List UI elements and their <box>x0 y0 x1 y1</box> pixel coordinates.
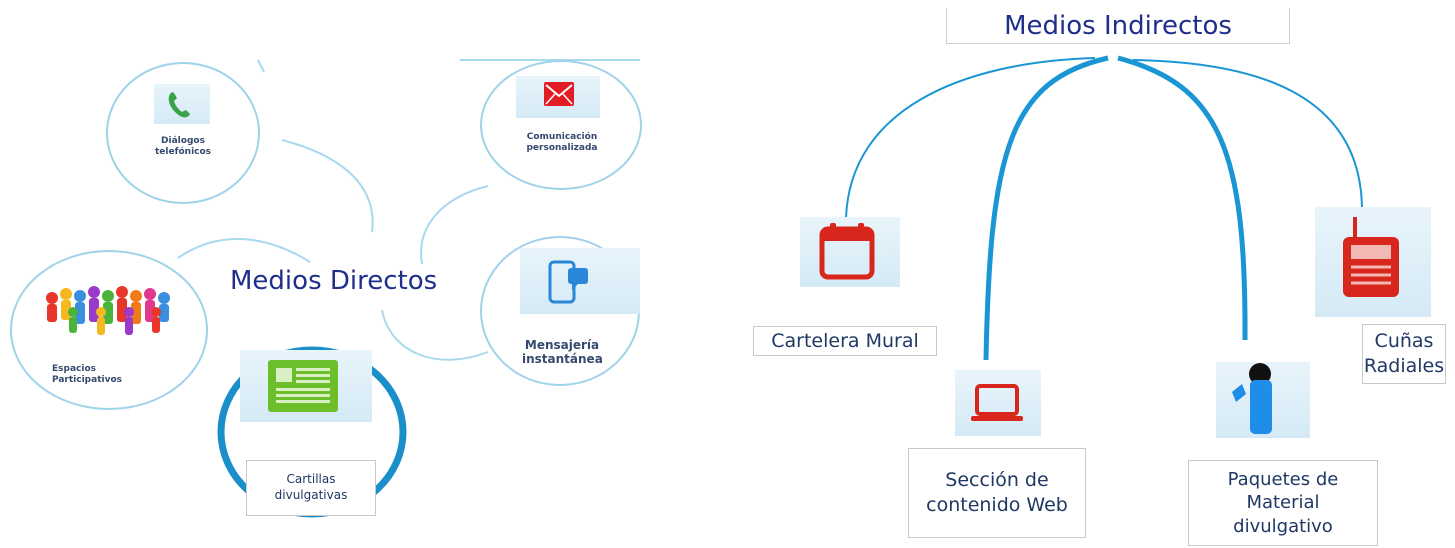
connector-cartelera <box>845 57 1096 219</box>
right-title: Medios Indirectos <box>946 8 1290 44</box>
connector-dialogos <box>281 139 374 233</box>
node-espacios-label: Espacios Participativos <box>52 364 122 385</box>
node-comunicacion-circle: Comunicación personalizada <box>480 60 642 190</box>
node-cunas-label: Cuñas Radiales <box>1362 324 1446 384</box>
node-espacios-circle: Espacios Participativos <box>10 250 208 410</box>
node-comunicacion-label: Comunicación personalizada <box>526 132 598 153</box>
radio-icon <box>1315 207 1431 317</box>
connector-mensajeria <box>381 309 489 361</box>
connector-paquetes <box>1117 55 1248 341</box>
node-dialogos-label: Diálogos telefónicos <box>154 136 212 157</box>
left-title: Medios Directos <box>230 266 438 296</box>
mail-icon <box>516 76 600 118</box>
node-mensajeria-label: Mensajería instantánea <box>522 338 603 367</box>
node-mensajeria-circle: Mensajería instantánea <box>480 236 640 386</box>
connector-seccion <box>983 55 1109 361</box>
node-paquetes-label: Paquetes de Material divulgativo <box>1188 460 1378 546</box>
chat-phone-icon <box>520 248 640 314</box>
node-dialogos-circle: Diálogos telefónicos <box>106 62 260 204</box>
node-cartillas-label: Cartillas divulgativas <box>246 460 376 516</box>
connector-comunicacion <box>420 185 489 265</box>
node-seccion-label: Sección de contenido Web <box>908 448 1086 538</box>
connector-top-stub <box>257 59 265 73</box>
laptop-icon <box>955 370 1041 436</box>
phone-icon <box>154 84 210 124</box>
mobile-icon <box>1216 362 1310 438</box>
connector-espacios <box>177 238 311 263</box>
connector-cunas <box>1132 59 1363 209</box>
node-cartelera-label: Cartelera Mural <box>753 326 937 356</box>
people-icon <box>38 282 184 342</box>
newspaper-icon <box>240 350 372 422</box>
calendar-icon <box>800 217 900 287</box>
